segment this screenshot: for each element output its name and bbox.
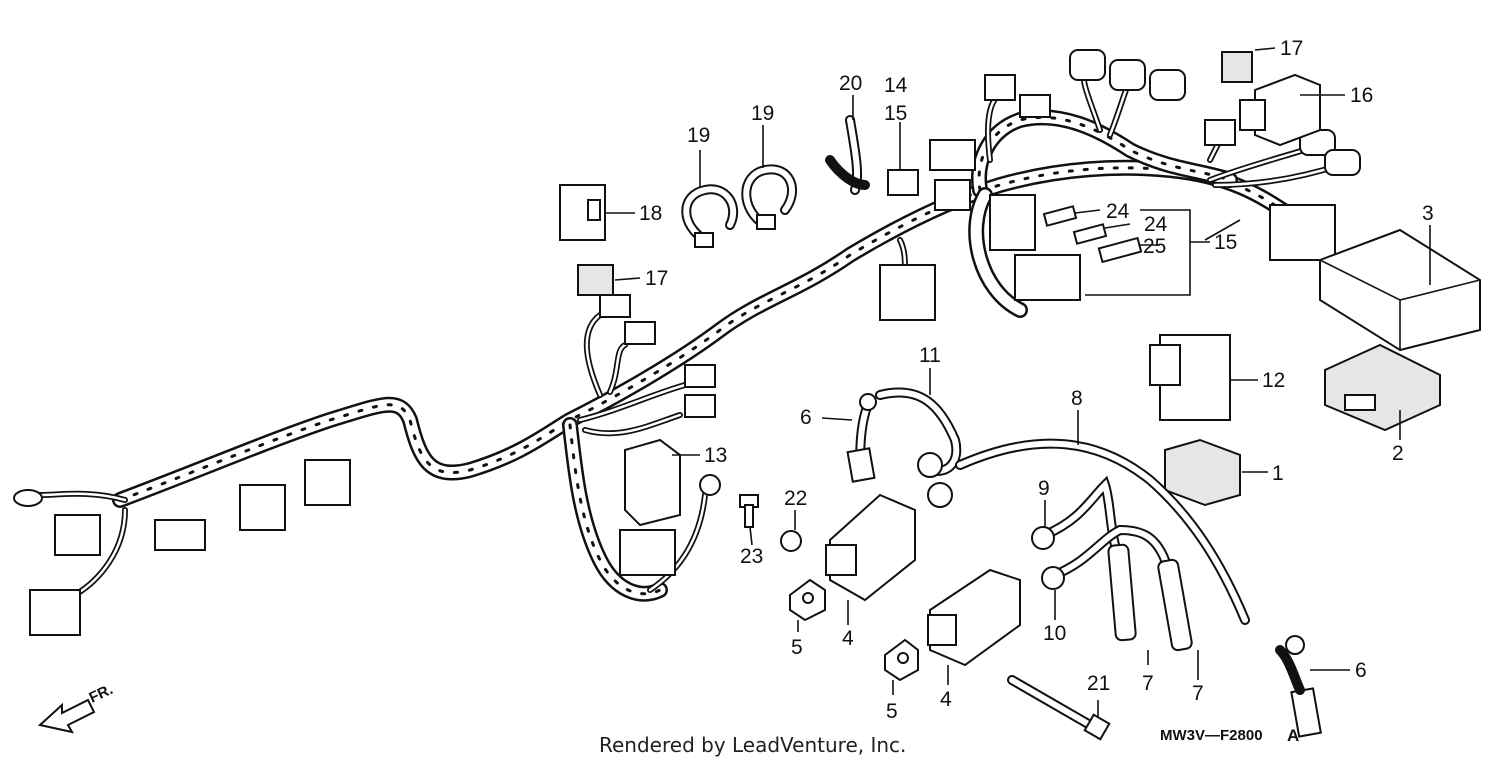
part-24-fuse-lower (1072, 223, 1108, 245)
spade-terminal (684, 394, 716, 418)
part-19-band-right (741, 164, 798, 230)
callout-7-left: 7 (1142, 672, 1154, 695)
connector-block (1204, 119, 1236, 146)
part-6-plug-cap-upper (846, 393, 877, 483)
terminal-boot (1149, 69, 1186, 101)
callout-10: 10 (1043, 622, 1066, 645)
callout-16: 16 (1350, 84, 1373, 107)
callout-22: 22 (784, 487, 807, 510)
connector-block (1019, 94, 1051, 118)
part-13-relay-unit (624, 438, 681, 527)
drawing-code-text: MW3V—F2800 (1160, 727, 1263, 744)
callout-15-upper: 15 (884, 102, 907, 125)
terminal-boot (1069, 49, 1106, 81)
harness-connectors (13, 49, 1361, 636)
connector-block (239, 484, 286, 531)
callout-6-lower: 6 (1355, 659, 1367, 682)
callout-17-lower: 17 (645, 267, 668, 290)
callout-23: 23 (740, 545, 763, 568)
part-5-bracket-lower (884, 638, 919, 682)
connector-block (619, 529, 676, 576)
callout-19-right: 19 (751, 102, 774, 125)
part-17-lower-rubber (577, 264, 614, 296)
multi-pin-connector (1269, 204, 1336, 261)
part-20-cable-tie (825, 115, 870, 195)
spade-terminal (599, 294, 631, 318)
part-4-ignition-coil-upper (825, 493, 916, 602)
callout-18: 18 (639, 202, 662, 225)
ring-terminal (699, 474, 721, 496)
part-24-fuse-upper (1042, 205, 1078, 227)
callout-15-right: 15 (1214, 231, 1237, 254)
callout-14: 14 (884, 74, 908, 97)
callout-17-upper: 17 (1280, 37, 1303, 60)
callout-12: 12 (1262, 369, 1285, 392)
part-15-fuse-box (989, 194, 1081, 301)
part-18-relay (559, 184, 606, 241)
part-25-fuse (1097, 236, 1143, 264)
callout-9: 9 (1038, 477, 1050, 500)
connector-block (54, 514, 101, 556)
callout-4-upper: 4 (842, 627, 854, 650)
callout-13: 13 (704, 444, 727, 467)
render-credit: Rendered by LeadVenture, Inc. (599, 733, 906, 757)
leader-lines (605, 47, 1431, 718)
callout-2: 2 (1392, 442, 1404, 465)
callout-5-upper: 5 (791, 636, 803, 659)
part-21-long-bolt (1007, 675, 1111, 741)
part-17-upper-rubber (1221, 51, 1253, 83)
part-1-rubber-mount (1164, 438, 1241, 507)
front-direction-arrow: FR. (37, 681, 116, 734)
part-19-band-left (681, 184, 739, 248)
terminal-boot (1324, 149, 1361, 176)
part-8-plug-wire (927, 438, 1305, 695)
drawing-code-suffix: A (1287, 726, 1299, 745)
callout-1: 1 (1272, 462, 1284, 485)
part-4-ignition-coil-lower (927, 568, 1021, 667)
callout-5-lower: 5 (886, 700, 898, 723)
callout-7-right: 7 (1192, 682, 1204, 705)
part-23-bolt (739, 494, 759, 528)
part-2-case (1324, 343, 1441, 432)
part-3-control-unit (1319, 228, 1481, 352)
part-16-relay (1239, 73, 1321, 147)
part-5-bracket-upper (789, 578, 826, 622)
part-9-10-7-plug-wires (1031, 475, 1193, 652)
arrow-left-icon (37, 698, 96, 734)
callout-20: 20 (839, 72, 862, 95)
direction-label: FR. (87, 681, 116, 707)
bullet-terminal (13, 489, 43, 507)
part-12-relay-unit (1149, 334, 1231, 421)
callout-3: 3 (1422, 202, 1434, 225)
part-14-15-relay (887, 169, 919, 196)
connector-block (29, 589, 81, 636)
callout-24-upper: 24 (1106, 200, 1130, 223)
callout-19-left: 19 (687, 124, 710, 147)
spade-terminal (684, 364, 716, 388)
terminal-boot (1109, 59, 1146, 91)
callout-24-lower: 24 (1144, 213, 1168, 236)
callout-6-upper: 6 (800, 406, 812, 429)
part-22-nut (780, 530, 802, 552)
callout-21: 21 (1087, 672, 1110, 695)
connector-block (929, 139, 976, 171)
connector-block (984, 74, 1016, 101)
connector-block (154, 519, 206, 551)
callout-8: 8 (1071, 387, 1083, 410)
drawing-code: MW3V—F2800 A (1160, 726, 1299, 745)
callout-4-lower: 4 (940, 688, 952, 711)
callout-labels: 1 2 3 4 4 5 5 6 6 7 7 8 9 10 11 12 13 14… (639, 37, 1434, 723)
part-6-plug-cap-lower (1285, 635, 1322, 738)
spade-terminal (624, 321, 656, 345)
callout-11: 11 (919, 344, 941, 367)
callout-25: 25 (1143, 235, 1166, 258)
connector-block (304, 459, 351, 506)
connector-block (934, 179, 971, 211)
switch-connector (879, 264, 936, 321)
